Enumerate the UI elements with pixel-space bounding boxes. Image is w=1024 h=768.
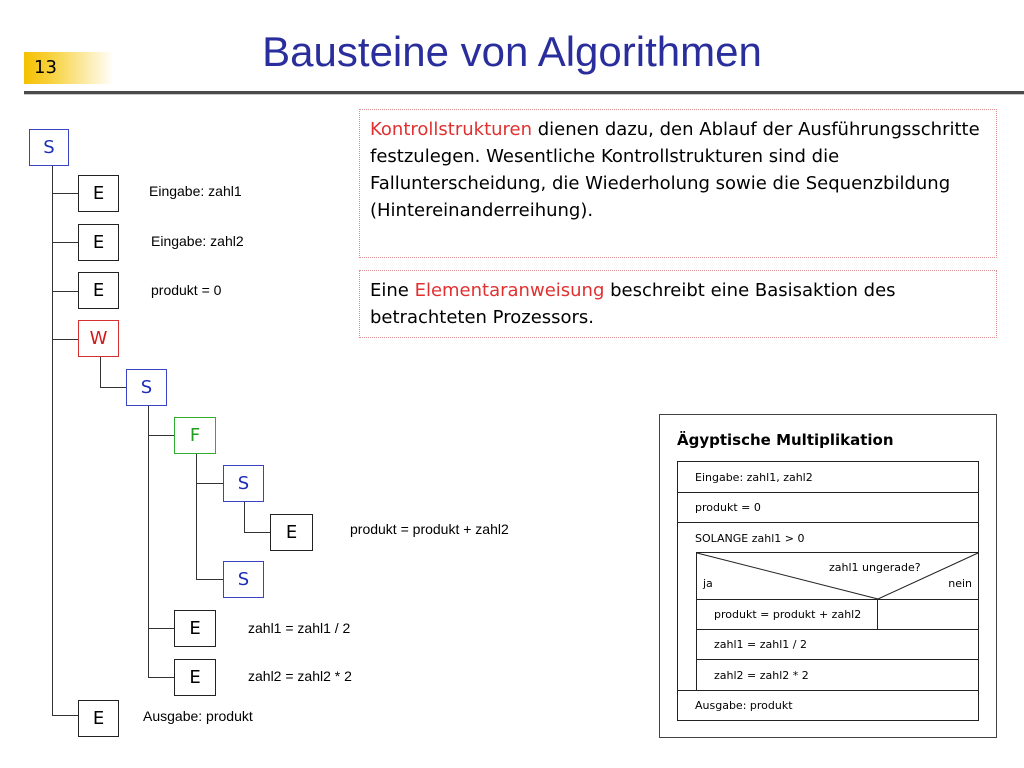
slide-number-badge: 13	[24, 52, 114, 84]
elementary-node-input1: E	[78, 175, 119, 212]
sequence-node-loop-body: S	[126, 369, 167, 406]
structogram-no: nein	[948, 577, 972, 590]
tree-connector	[196, 483, 223, 484]
tree-connector	[148, 435, 174, 436]
elementary-node-double: E	[174, 659, 216, 696]
term-elementary-instruction: Elementaranweisung	[414, 280, 605, 301]
tree-connector	[52, 291, 78, 292]
elementary-node-halve: E	[174, 610, 216, 647]
structogram-yes: ja	[703, 577, 713, 590]
elementary-instruction-info: Eine Elementaranweisung beschreibt eine …	[359, 270, 997, 338]
tree-connector	[196, 579, 223, 580]
node-label-output: Ausgabe: produkt	[143, 708, 253, 724]
structogram-output-text: Ausgabe: produkt	[695, 699, 793, 712]
term-control-structures: Kontrollstrukturen	[370, 119, 533, 140]
tree-connector	[52, 242, 78, 243]
control-structures-text: dienen dazu, den Ablauf der Ausführungss…	[370, 119, 980, 221]
node-label-input1: Eingabe: zahl1	[149, 183, 242, 199]
tree-connector	[244, 532, 270, 533]
node-label-add: produkt = produkt + zahl2	[350, 521, 509, 537]
tree-connector	[100, 387, 126, 388]
tree-connector	[100, 357, 101, 387]
structogram-panel: Ägyptische Multiplikation Eingabe: zahl1…	[659, 414, 997, 738]
node-label-halve: zahl1 = zahl1 / 2	[248, 620, 351, 636]
slide-title: Bausteine von Algorithmen	[262, 28, 762, 75]
elementary-prefix: Eine	[370, 280, 415, 301]
structogram-step2-text: zahl2 = zahl2 * 2	[714, 669, 809, 682]
tree-connector	[196, 454, 197, 579]
structogram-branch-diagonals	[696, 552, 979, 600]
tree-connector	[148, 628, 174, 629]
sequence-node-else: S	[223, 561, 264, 598]
structogram-then-text: produkt = produkt + zahl2	[714, 608, 862, 621]
title-divider-shadow	[24, 94, 1024, 95]
slide-number: 13	[34, 57, 57, 78]
structogram-condition-text: zahl1 ungerade?	[829, 561, 921, 574]
tree-connector	[148, 677, 174, 678]
branch-node: F	[174, 417, 216, 454]
loop-node: W	[78, 320, 119, 357]
elementary-text: beschreibt eine Basisaktion des betracht…	[370, 280, 896, 328]
structogram-loop-text: SOLANGE zahl1 > 0	[695, 532, 805, 545]
sequence-node-root: S	[29, 129, 69, 166]
structogram-output: Ausgabe: produkt	[677, 690, 979, 721]
branch-diagonal-right	[877, 552, 979, 600]
structogram-input-text: Eingabe: zahl1, zahl2	[695, 471, 813, 484]
elementary-node-output: E	[78, 700, 119, 737]
tree-connector	[148, 406, 149, 677]
branch-diagonal-left	[696, 552, 879, 600]
title-divider	[24, 91, 1024, 94]
tree-connector	[244, 502, 245, 532]
node-label-init: produkt = 0	[151, 282, 222, 298]
elementary-node-add: E	[270, 514, 313, 551]
node-label-input2: Eingabe: zahl2	[151, 233, 244, 249]
structogram-step1-text: zahl1 = zahl1 / 2	[714, 638, 807, 651]
elementary-node-init: E	[78, 272, 119, 309]
node-label-double: zahl2 = zahl2 * 2	[248, 668, 352, 684]
elementary-node-input2: E	[78, 224, 119, 261]
structogram-init-text: produkt = 0	[695, 501, 761, 514]
structogram-title: Ägyptische Multiplikation	[677, 431, 894, 449]
tree-connector	[52, 166, 53, 715]
sequence-node-then: S	[223, 465, 264, 502]
tree-connector	[52, 193, 78, 194]
tree-connector	[52, 339, 78, 340]
control-structures-info: Kontrollstrukturen dienen dazu, den Abla…	[359, 109, 997, 258]
tree-connector	[52, 715, 78, 716]
